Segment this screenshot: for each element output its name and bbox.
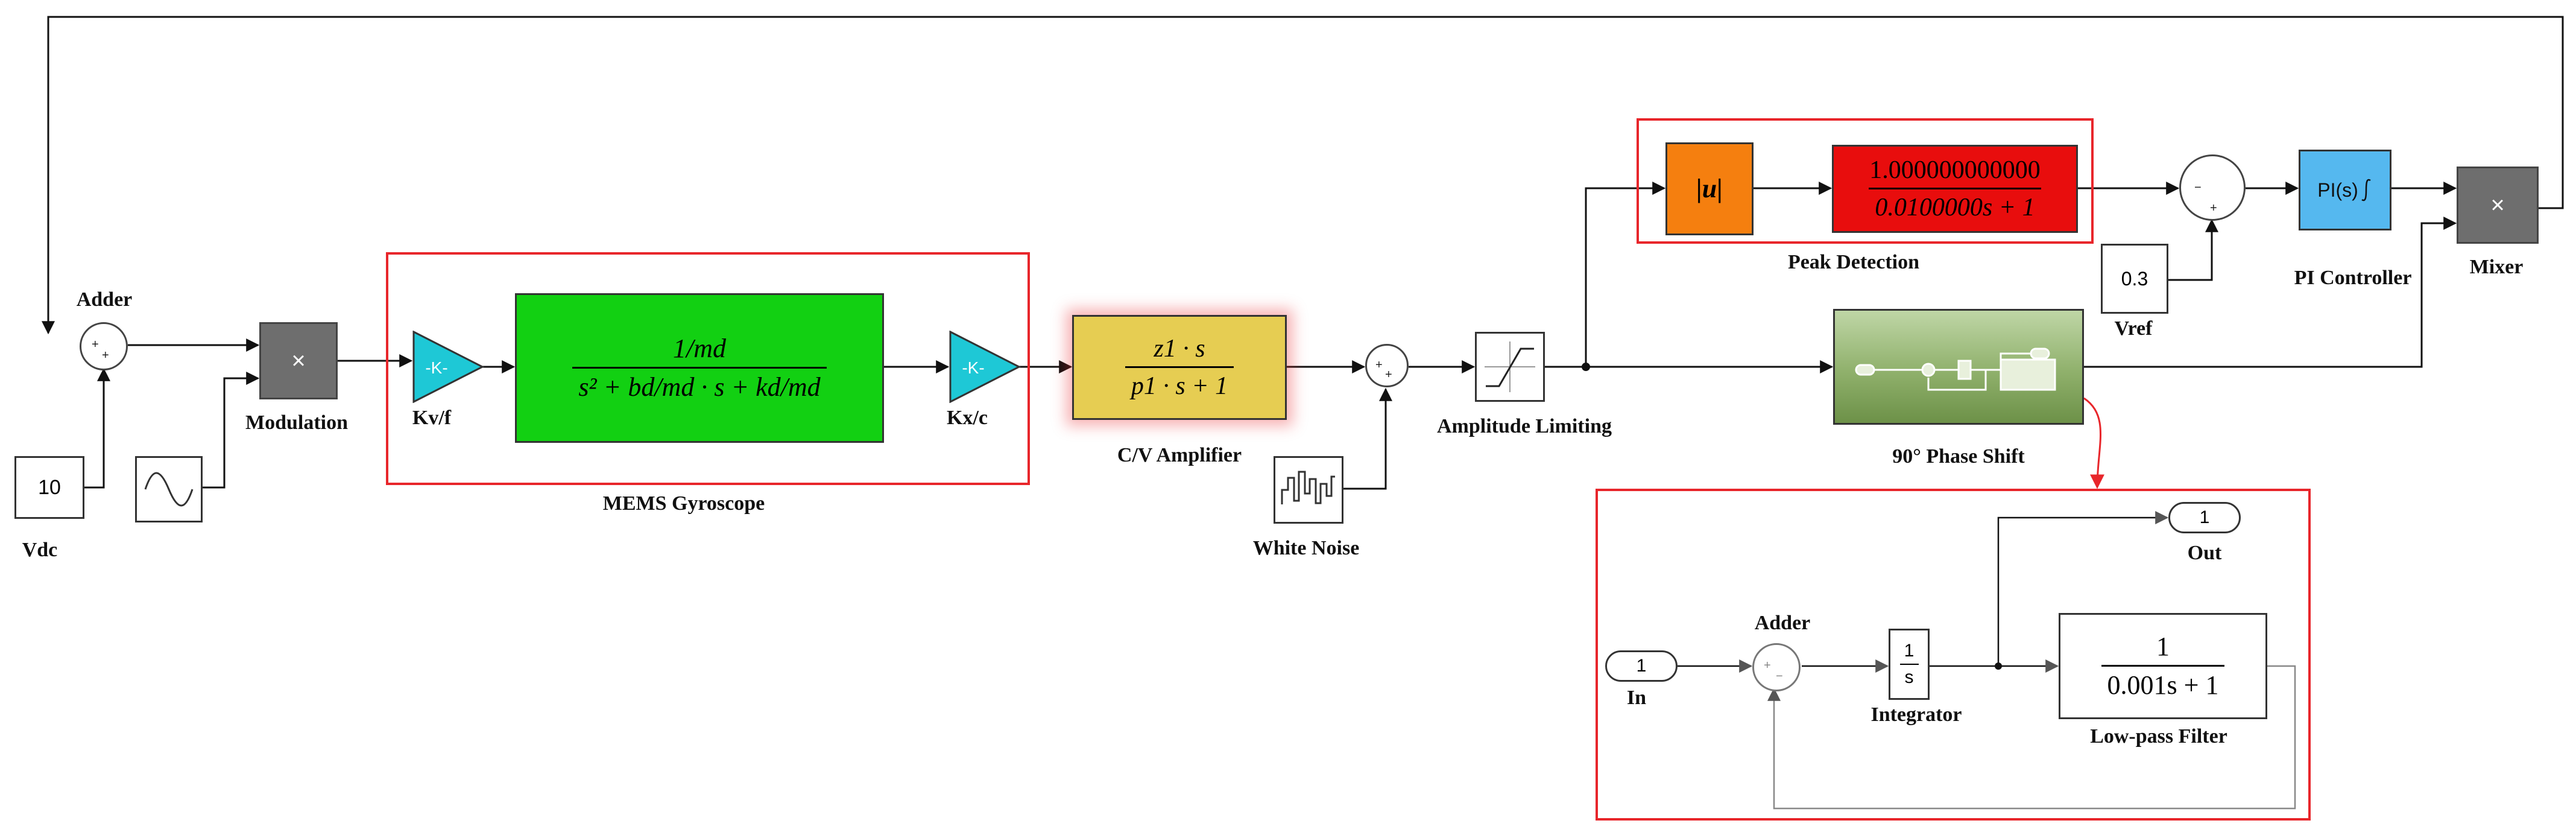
vdc-label: Vdc: [22, 539, 58, 561]
noise-sum[interactable]: + +: [1365, 344, 1409, 387]
cv-amplifier-fraction: z1 · s p1 · s + 1: [1125, 335, 1234, 399]
wire-phase-mixer: [2084, 217, 2457, 368]
error-sum[interactable]: − +: [2179, 154, 2246, 221]
kvf-label: Kv/f: [412, 407, 452, 429]
integrator-numerator: 1: [1904, 641, 1915, 661]
modulation-product-block[interactable]: ×: [259, 322, 338, 399]
pi-controller-label: PI Controller: [2294, 267, 2412, 289]
adder-plus-bottom: +: [102, 349, 109, 362]
in-port[interactable]: 1: [1605, 650, 1678, 682]
mixer-product-block[interactable]: ×: [2457, 167, 2539, 244]
saturation-icon: [1485, 341, 1535, 392]
mems-plant-tf-block[interactable]: 1/md s² + bd/md · s + kd/md: [515, 293, 884, 443]
mems-gyroscope-frame: [386, 252, 1030, 485]
white-noise-icon: [1281, 471, 1335, 504]
adder-label: Adder: [76, 288, 133, 311]
lowpass-filter-label: Low-pass Filter: [2090, 725, 2227, 748]
white-noise-label: White Noise: [1252, 537, 1360, 559]
mems-plant-denominator: s² + bd/md · s + kd/md: [572, 366, 827, 401]
phase-shift-detail-frame: [1596, 489, 2311, 821]
mixer-multiply-icon: ×: [2490, 191, 2505, 218]
vref-value: 0.3: [2121, 267, 2148, 290]
wire-lpf-feedback: [1767, 665, 2296, 810]
in-port-number: 1: [1636, 656, 1647, 676]
subsystem-pointer-arrow: [2083, 397, 2105, 489]
mems-gyroscope-label: MEMS Gyroscope: [602, 492, 765, 515]
integrator-fraction: 1 s: [1899, 641, 1919, 688]
kvf-gain-block[interactable]: -K-: [412, 331, 485, 403]
subsystem-adder-minus: −: [1776, 670, 1783, 683]
phase-shift-subsystem-block[interactable]: [1833, 309, 2084, 425]
noise-sum-plus-top: +: [1375, 358, 1383, 372]
error-sum-plus: +: [2210, 202, 2217, 215]
integral-sign-icon: [2361, 179, 2371, 202]
wire-vref-sum: [2168, 218, 2218, 281]
sine-wave-icon: [144, 472, 194, 507]
cv-amplifier-denominator: p1 · s + 1: [1125, 366, 1234, 399]
vdc-constant-block[interactable]: 10: [14, 456, 84, 519]
mems-plant-numerator: 1/md: [672, 334, 726, 364]
adder-plus-top: +: [92, 338, 99, 351]
pi-controller-block[interactable]: PI(s): [2299, 150, 2391, 230]
out-port-label: Out: [2187, 542, 2222, 564]
sine-wave-block[interactable]: [135, 456, 203, 522]
cv-amplifier-numerator: z1 · s: [1154, 335, 1205, 363]
phase-shift-label: 90° Phase Shift: [1892, 445, 2025, 468]
error-sum-minus: −: [2194, 181, 2202, 194]
out-port[interactable]: 1: [2168, 502, 2241, 533]
peak-filter-tf-block[interactable]: 1.000000000000 0.0100000s + 1: [1832, 145, 2078, 233]
kxc-label: Kx/c: [947, 407, 988, 429]
wire-branch-out: [1997, 511, 2169, 666]
peak-detection-frame: [1637, 118, 2094, 244]
wire-vdc-adder: [84, 367, 110, 489]
white-noise-block[interactable]: [1274, 456, 1343, 524]
subsystem-preview-icon: [1855, 348, 2056, 391]
peak-filter-denominator: 0.0100000s + 1: [1869, 187, 2041, 221]
subsystem-adder-label: Adder: [1754, 612, 1811, 634]
modulation-label: Modulation: [245, 411, 349, 434]
out-port-number: 1: [2199, 507, 2210, 527]
vdc-value: 10: [38, 475, 61, 499]
amplitude-limiting-block[interactable]: [1475, 332, 1545, 402]
lowpass-filter-numerator: 1: [2156, 632, 2170, 662]
kvf-gain-text: -K-: [425, 358, 447, 377]
integrator-label: Integrator: [1870, 703, 1962, 726]
vref-label: Vref: [2114, 317, 2153, 340]
peak-detection-label: Peak Detection: [1787, 251, 1920, 273]
wire-noise-sum: [1343, 387, 1392, 490]
kxc-gain-text: -K-: [962, 358, 984, 377]
wire-sine-modulation: [203, 372, 260, 489]
peak-filter-numerator: 1.000000000000: [1869, 156, 2041, 185]
vref-constant-block[interactable]: 0.3: [2101, 244, 2168, 314]
lowpass-filter-block[interactable]: 1 0.001s + 1: [2059, 613, 2267, 719]
lowpass-filter-denominator: 0.001s + 1: [2101, 664, 2225, 699]
branch-junction: [1582, 363, 1590, 371]
noise-sum-plus-bottom: +: [1385, 368, 1392, 381]
mixer-label: Mixer: [2469, 256, 2524, 278]
kxc-gain-block[interactable]: -K-: [949, 331, 1021, 403]
abs-block[interactable]: |u|: [1665, 142, 1754, 235]
pi-controller-text: PI(s): [2317, 179, 2358, 201]
subsystem-branch-junction: [1995, 662, 2002, 670]
wire-mixer-feedback: [42, 16, 2564, 335]
peak-filter-fraction: 1.000000000000 0.0100000s + 1: [1863, 156, 2047, 221]
adder-sum[interactable]: + +: [80, 322, 128, 370]
integrator-denominator: s: [1899, 664, 1919, 688]
cv-amplifier-label: C/V Amplifier: [1117, 444, 1242, 466]
abs-text: |u|: [1696, 173, 1723, 203]
amplitude-limiting-label: Amplitude Limiting: [1437, 415, 1612, 437]
lowpass-filter-fraction: 1 0.001s + 1: [2101, 633, 2225, 699]
mems-plant-fraction: 1/md s² + bd/md · s + kd/md: [572, 334, 827, 401]
integrator-block[interactable]: 1 s: [1889, 629, 1930, 700]
in-port-label: In: [1626, 687, 1647, 709]
subsystem-adder[interactable]: + −: [1752, 643, 1801, 691]
subsystem-adder-plus: +: [1764, 659, 1771, 672]
cv-amplifier-block[interactable]: z1 · s p1 · s + 1: [1072, 315, 1287, 420]
modulation-multiply-icon: ×: [291, 347, 306, 374]
